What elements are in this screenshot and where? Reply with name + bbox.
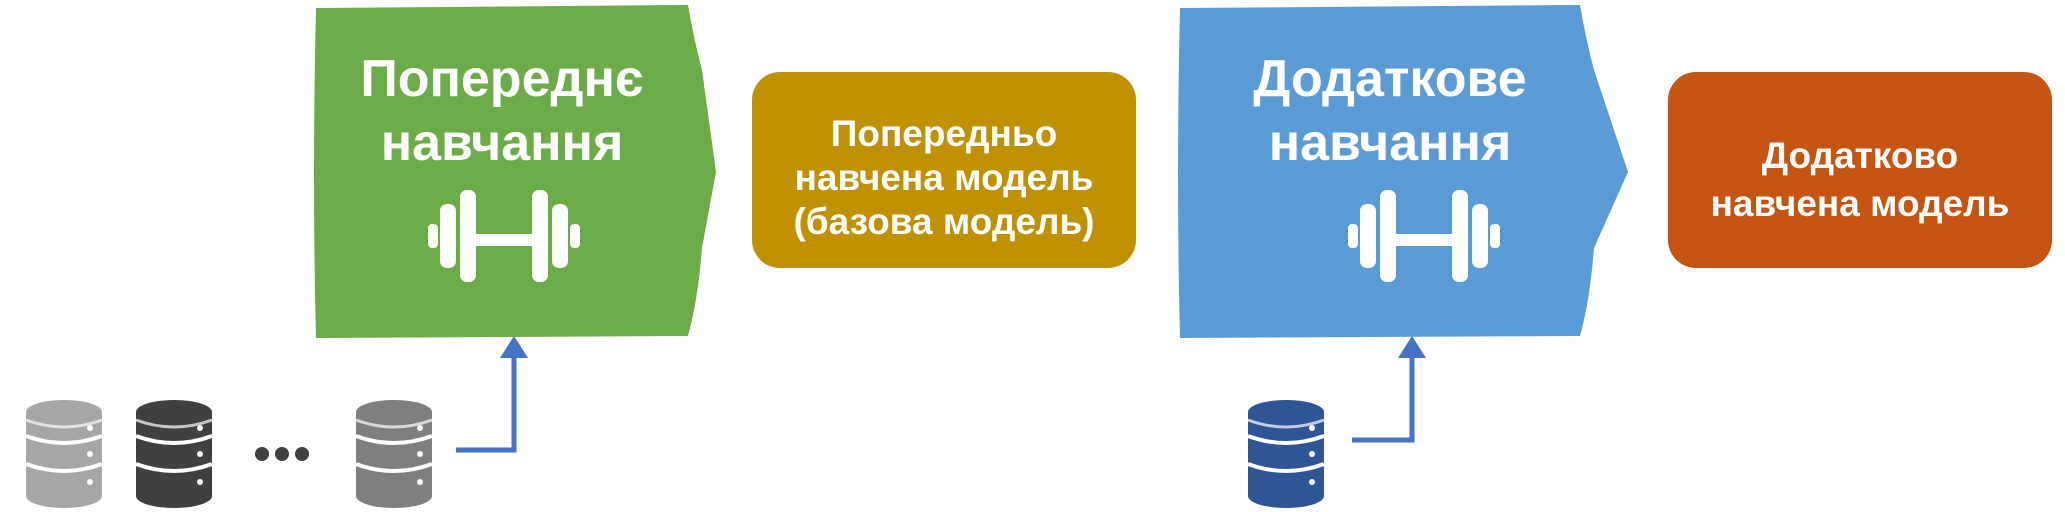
arrow-head — [1398, 336, 1426, 358]
pretraining-arrow-shape — [314, 5, 716, 338]
pretraining-datasets — [24, 398, 434, 510]
finetuned-model-line2: навчена модель — [1711, 183, 2010, 224]
database-icon — [24, 398, 104, 510]
pretraining-title-line2: навчання — [381, 114, 624, 172]
arrow-head — [500, 336, 528, 358]
connector-line — [1352, 352, 1415, 443]
pretrained-model-line2: навчена модель — [795, 157, 1094, 198]
pretrained-model-line3: (базова модель) — [793, 201, 1094, 242]
pretraining-data-connector — [456, 336, 528, 453]
finetuning-title-line1: Додаткове — [1253, 50, 1526, 108]
pretraining-title-line1: Попереднє — [360, 50, 643, 108]
database-icon — [1246, 398, 1326, 510]
pretrained-model-line1: Попередньо — [831, 113, 1057, 154]
pretrained-model-box — [752, 72, 1136, 268]
finetuning-stage: Додаткове навчання — [1178, 5, 1628, 338]
connector-line — [456, 352, 517, 453]
ellipsis-dots — [255, 447, 309, 461]
finetuned-model-box — [1668, 72, 2052, 268]
pretrained-model-stage: Попередньо навчена модель (базова модель… — [752, 72, 1136, 268]
database-icon — [134, 398, 214, 510]
database-icon — [354, 398, 434, 510]
finetuning-arrow-shape — [1178, 5, 1628, 338]
finetuning-datasets — [1246, 398, 1326, 510]
pretraining-stage: Попереднє навчання — [314, 5, 716, 338]
finetuned-model-line1: Додатково — [1762, 135, 1959, 176]
finetuning-title-line2: навчання — [1269, 114, 1512, 172]
finetuned-model-stage: Додатково навчена модель — [1668, 72, 2052, 268]
finetuning-data-connector — [1352, 336, 1426, 443]
